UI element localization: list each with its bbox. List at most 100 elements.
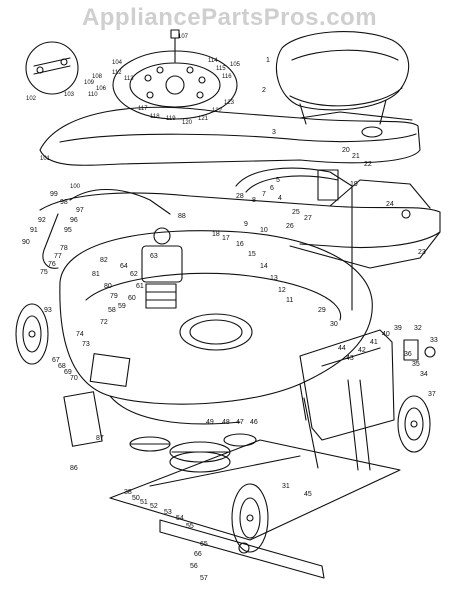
callout-79: 79 — [110, 293, 118, 300]
callout-87: 87 — [96, 435, 104, 442]
callout-86: 86 — [70, 465, 78, 472]
callout-11: 11 — [286, 297, 293, 304]
motor-block — [141, 227, 183, 309]
callout-90: 90 — [22, 239, 30, 246]
callout-64: 64 — [120, 263, 128, 270]
callout-58: 58 — [108, 307, 116, 314]
callout-100: 100 — [70, 184, 81, 190]
callout-13: 13 — [270, 275, 278, 282]
loose-parts — [63, 339, 436, 471]
callout-15: 15 — [248, 251, 256, 258]
callout-24: 24 — [386, 201, 394, 208]
callout-4: 4 — [278, 195, 282, 202]
callout-65: 65 — [200, 541, 208, 548]
callout-70: 70 — [70, 375, 78, 382]
callout-37: 37 — [428, 391, 436, 398]
callout-3: 3 — [272, 129, 276, 136]
callout-122: 122 — [212, 108, 223, 114]
callout-98: 98 — [60, 199, 68, 206]
callout-16: 16 — [236, 241, 244, 248]
callout-54: 54 — [176, 515, 184, 522]
callout-18: 18 — [212, 231, 220, 238]
callout-116: 116 — [222, 74, 232, 80]
callout-31: 31 — [282, 483, 290, 490]
callout-123: 123 — [224, 100, 235, 106]
callout-45: 45 — [304, 491, 312, 498]
callout-20: 20 — [342, 147, 350, 154]
callout-96: 96 — [70, 217, 78, 224]
callout-26: 26 — [286, 223, 294, 230]
callout-72: 72 — [100, 319, 108, 326]
seat — [275, 31, 410, 125]
callout-40: 40 — [382, 331, 390, 338]
callout-30: 30 — [330, 321, 338, 328]
callout-91: 91 — [30, 227, 38, 234]
callout-1: 1 — [266, 57, 270, 64]
callout-44: 44 — [338, 345, 346, 352]
callout-5: 5 — [276, 177, 280, 184]
callout-42: 42 — [358, 347, 366, 354]
callout-119: 119 — [166, 116, 176, 122]
pulley-assembly — [129, 433, 257, 473]
callout-88: 88 — [178, 213, 186, 220]
callout-75: 75 — [40, 269, 48, 276]
callout-48: 48 — [222, 419, 230, 426]
callout-120: 120 — [182, 120, 193, 126]
callout-25: 25 — [292, 209, 300, 216]
callout-7: 7 — [262, 191, 266, 198]
callout-23: 23 — [418, 249, 426, 256]
deck-plate — [109, 439, 401, 541]
callout-14: 14 — [260, 263, 268, 270]
callout-115: 115 — [216, 66, 226, 72]
callout-32: 32 — [414, 325, 422, 332]
mower-deck — [59, 230, 373, 425]
callout-63: 63 — [150, 253, 158, 260]
callout-21: 21 — [352, 153, 360, 160]
callout-95: 95 — [64, 227, 72, 234]
callout-80: 80 — [104, 283, 112, 290]
callout-68: 68 — [58, 363, 66, 370]
callout-61: 61 — [136, 283, 144, 290]
callout-28: 28 — [236, 193, 244, 200]
callout-62: 62 — [130, 271, 138, 278]
callout-104: 104 — [112, 60, 123, 66]
callout-51: 51 — [140, 499, 148, 506]
callout-69: 69 — [64, 369, 72, 376]
callout-105: 105 — [230, 62, 241, 68]
callout-112: 112 — [112, 70, 122, 76]
callout-76: 76 — [48, 261, 56, 268]
callout-82: 82 — [100, 257, 108, 264]
callout-97: 97 — [76, 207, 84, 214]
callout-22: 22 — [364, 161, 372, 168]
frame — [39, 169, 441, 269]
callout-60: 60 — [128, 295, 136, 302]
detail-inset — [25, 41, 79, 95]
callout-57: 57 — [200, 575, 208, 582]
callout-6: 6 — [270, 185, 274, 192]
callout-121: 121 — [198, 116, 209, 122]
callout-34: 34 — [420, 371, 428, 378]
callout-29: 29 — [318, 307, 326, 314]
blade — [159, 519, 325, 579]
callout-113: 113 — [124, 76, 134, 82]
callout-59: 59 — [118, 303, 126, 310]
callout-52: 52 — [150, 503, 158, 510]
callout-47: 47 — [236, 419, 244, 426]
fender — [39, 106, 421, 166]
callout-35: 35 — [412, 361, 420, 368]
callout-107: 107 — [178, 34, 189, 40]
callout-114: 114 — [208, 58, 218, 64]
callout-50: 50 — [132, 495, 140, 502]
callout-110: 110 — [88, 92, 98, 98]
callout-108: 108 — [92, 74, 103, 80]
callout-102: 102 — [26, 96, 37, 102]
callout-74: 74 — [76, 331, 84, 338]
front-left-wheel — [15, 303, 49, 365]
callout-99: 99 — [50, 191, 58, 198]
callout-66: 66 — [194, 551, 202, 558]
callout-92: 92 — [38, 217, 46, 224]
callout-101: 101 — [40, 156, 51, 162]
